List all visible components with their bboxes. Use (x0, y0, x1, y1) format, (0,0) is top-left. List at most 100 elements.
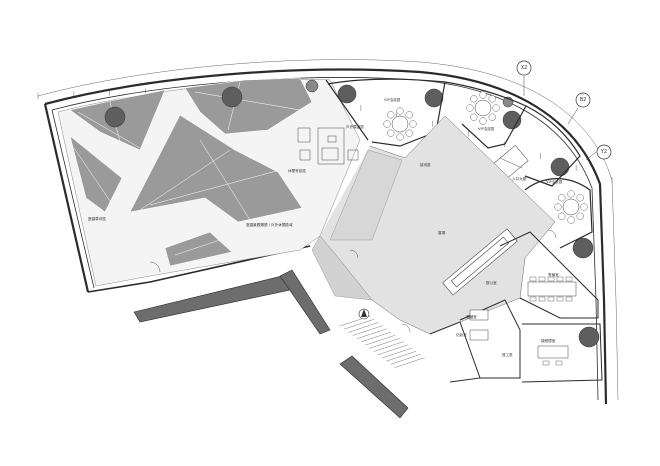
meeting-chair (565, 276, 573, 282)
grid-label-b2: B2 (580, 97, 587, 103)
room-label-restroom: 化妝室 (456, 332, 467, 337)
south-east-rooms (429, 231, 603, 383)
meeting-room-furniture (469, 281, 577, 359)
patch-4 (129, 114, 303, 223)
room-label-vip-room-2: VIP洽談區 (478, 126, 495, 131)
tree-9 (572, 237, 594, 259)
tree-3 (305, 79, 319, 93)
doors (149, 229, 557, 333)
room-label-showroom: 展場 (438, 230, 446, 235)
chair (576, 212, 584, 220)
entrance-stairs (339, 315, 425, 368)
stair-step (381, 347, 413, 359)
patch-2 (184, 77, 313, 135)
tree-8 (550, 157, 570, 177)
chair (488, 113, 496, 121)
chair (567, 216, 575, 224)
tree-10 (578, 326, 600, 348)
meeting-tables (391, 99, 580, 216)
stair-step (386, 351, 417, 362)
stair-step (369, 338, 400, 349)
grid-label-y2: Y2 (600, 149, 607, 155)
room-label-terrace: 戶外露臺區 (346, 124, 364, 129)
chair (470, 113, 478, 121)
room-label-reception: 接待區 (420, 162, 431, 167)
stair-step (377, 344, 408, 355)
manager-chair (555, 360, 563, 366)
chair (383, 120, 391, 128)
meeting-chair (556, 296, 564, 302)
room-label-vip-room-3: VIP洽談區 (546, 179, 563, 184)
lounge-furniture (297, 127, 359, 165)
room-label-office: 辦公室 (486, 280, 497, 285)
display-counter (442, 228, 518, 296)
trees (104, 79, 600, 348)
stair-step (356, 328, 387, 339)
meeting-chair (538, 276, 546, 282)
grid-label-x2: X2 (521, 65, 528, 71)
stair-step (365, 335, 396, 346)
meeting-chair (547, 276, 555, 282)
chair (405, 129, 413, 137)
wall-south-3 (339, 355, 409, 419)
room-partitions (325, 78, 593, 249)
stair-step (352, 325, 383, 336)
corridor-floor (311, 235, 373, 301)
room-label-meeting: 會議室 (548, 272, 559, 277)
stair-step (360, 331, 392, 343)
manager-chair (542, 360, 550, 366)
room-label-staff: 員工區 (502, 353, 513, 357)
grid-marker-x2: X2 (516, 60, 532, 96)
chair (580, 203, 588, 211)
patch-3 (69, 135, 123, 213)
room-labels: 庭園草坪區 庭園景觀雕塑 / 戶外休閒區域 休閒會談區 戶外露臺區 VIP洽談區… (88, 97, 563, 357)
stair-step (373, 341, 404, 352)
stair-step (348, 322, 379, 333)
meeting-chairs (529, 276, 573, 366)
south-walls (133, 269, 409, 419)
chair (479, 91, 487, 99)
tree-4 (337, 84, 357, 104)
chair (387, 111, 395, 119)
room-label-storage: 儲藏室 (466, 314, 477, 319)
patch-5 (164, 231, 233, 267)
grid-marker-b2: B2 (567, 92, 591, 125)
chair (387, 129, 395, 137)
chair (576, 194, 584, 202)
wall-south-2 (279, 269, 331, 335)
chair (567, 190, 575, 198)
grid-marker-y2: Y2 (585, 144, 612, 161)
stair-step (390, 354, 421, 365)
room-label-entrance: 入口大廳 (512, 176, 527, 181)
room-label-manager: 總經理室 (541, 338, 556, 343)
chair (558, 194, 566, 202)
round-table-1 (391, 115, 409, 133)
chair (554, 203, 562, 211)
meeting-chair (565, 296, 573, 302)
meeting-chair (529, 296, 537, 302)
chair (492, 104, 500, 112)
round-table-2 (474, 99, 492, 117)
table-chairs (383, 91, 588, 224)
north-arrow-icon (358, 308, 370, 320)
tree-6 (502, 110, 522, 130)
tree-2 (221, 86, 243, 108)
meeting-chair (529, 276, 537, 282)
chair (470, 95, 478, 103)
stair-step (344, 319, 375, 330)
entrance-ramp (329, 149, 403, 241)
room-label-lounge: 休閒會談區 (288, 168, 306, 173)
meeting-chair (556, 276, 564, 282)
chair (479, 117, 487, 125)
chair (396, 133, 404, 141)
chair (466, 104, 474, 112)
stair-step (394, 357, 425, 368)
building-outline (43, 68, 608, 405)
meeting-chair (538, 296, 546, 302)
tree-5 (424, 88, 444, 108)
room-label-garden-sculpture: 庭園景觀雕塑 / 戶外休閒區域 (246, 222, 293, 227)
room-label-vip-room-1: VIP洽談區 (384, 97, 401, 102)
tree-1 (104, 106, 126, 128)
chair (558, 212, 566, 220)
